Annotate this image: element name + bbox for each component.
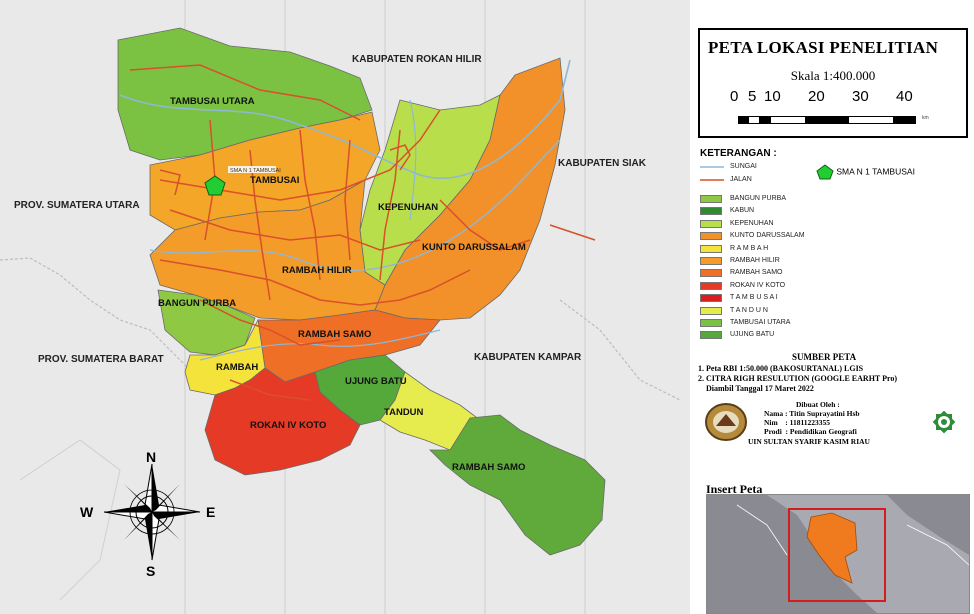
legend-area-label: UJUNG BATU xyxy=(730,331,775,339)
legend-swatch xyxy=(700,319,722,327)
legend-area-label: BANGUN PURBA xyxy=(730,195,787,202)
scale-tick: 40 xyxy=(896,88,913,105)
boundary-west xyxy=(19,439,121,601)
legend-area-label: KABUN xyxy=(730,207,755,215)
label-kunto-darussalam: KUNTO DARUSSALAM xyxy=(422,242,526,253)
scale-unit: km xyxy=(922,115,929,121)
university-logo-icon xyxy=(705,403,747,441)
legend-swatch xyxy=(700,294,722,303)
scale-bar xyxy=(738,116,916,124)
dibuat-prodi: Prodi : Pendidikan Geografi xyxy=(764,427,857,436)
compass-n: N xyxy=(146,449,156,465)
region-rokan-iv-koto[interactable] xyxy=(204,367,361,476)
uin-logo-icon xyxy=(932,410,956,434)
boundary-kampar xyxy=(559,299,681,401)
label-kampar: KABUPATEN KAMPAR xyxy=(474,352,582,363)
legend-swatch xyxy=(700,207,722,216)
label-siak: KABUPATEN SIAK xyxy=(558,158,647,169)
legend-area-label: R A M B A H xyxy=(730,244,769,252)
legend-area-label: T A N D U N xyxy=(730,306,768,314)
legend-swatch xyxy=(700,281,722,290)
river-2 xyxy=(149,139,561,272)
main-map[interactable]: SMA N 1 TAMBUSAI TAMBUSAI UTARA TAMBUSAI… xyxy=(0,0,690,614)
scale-text: Skala 1:400.000 xyxy=(790,68,876,83)
legend-swatch xyxy=(700,331,722,340)
legend-area-label: T A M B U S A I xyxy=(730,294,778,302)
title-box: PETA LOKASI PENELITIAN Skala 1:400.000 0… xyxy=(698,28,968,138)
school-point-icon xyxy=(816,164,834,180)
sumber-title: SUMBER PETA xyxy=(792,352,857,362)
scale-tick: 5 xyxy=(748,88,757,105)
insert-study-area xyxy=(806,512,858,584)
sumber-line: 2. CITRA RIGH RESULUTION (GOOGLE EARHT P… xyxy=(698,374,898,383)
river-3 xyxy=(199,329,441,361)
compass-w: W xyxy=(80,504,94,520)
map-canvas: SMA N 1 TAMBUSAI TAMBUSAI UTARA TAMBUSAI… xyxy=(0,0,681,614)
label-sumbar: PROV. SUMATERA BARAT xyxy=(38,354,164,365)
label-rambah-samo: RAMBAH SAMO xyxy=(298,329,371,340)
sumber-line: Diambil Tanggal 17 Maret 2022 xyxy=(698,384,814,393)
legend-area-label: RAMBAH HILIR xyxy=(730,257,780,264)
legend-swatch xyxy=(700,244,722,253)
dibuat-nama: Nama : Titin Suprayatini Hsb xyxy=(764,409,860,418)
legend-area-label: ROKAN IV KOTO xyxy=(730,281,786,289)
label-rambah: RAMBAH xyxy=(216,362,258,373)
legend-swatch xyxy=(700,219,722,228)
legend-area-label: KUNTO DARUSSALAM xyxy=(730,232,805,240)
label-tambusai-utara: TAMBUSAI UTARA xyxy=(170,96,255,107)
school-label: SMA N 1 TAMBUSAI xyxy=(230,168,281,174)
insert-map-canvas xyxy=(707,495,969,613)
legend-swatch xyxy=(700,232,722,241)
legend-line-label: JALAN xyxy=(730,176,752,183)
legend-swatch xyxy=(700,257,722,265)
label-rokan-hilir: KABUPATEN ROKAN HILIR xyxy=(352,54,482,65)
label-ujung-batu: UJUNG BATU xyxy=(345,376,407,387)
label-rokan-iv-koto: ROKAN IV KOTO xyxy=(250,420,326,431)
insert-highlight-box xyxy=(788,508,886,602)
dibuat-heading: Dibuat Oleh : xyxy=(796,400,840,409)
dibuat-nim: Nim : 11811223355 xyxy=(764,418,831,427)
river-main xyxy=(119,59,571,179)
legend-area-label: TAMBUSAI UTARA xyxy=(730,319,791,326)
insert-title: Insert Peta xyxy=(706,482,763,496)
label-rambah-hilir: RAMBAH HILIR xyxy=(282,265,352,276)
label-sumut: PROV. SUMATERA UTARA xyxy=(14,200,140,211)
legend-panel: PETA LOKASI PENELITIAN Skala 1:400.000 0… xyxy=(692,22,974,614)
scale-ticks: 0 5 10 20 30 40 xyxy=(730,88,930,106)
insert-map[interactable] xyxy=(706,494,970,614)
legend-swatch xyxy=(700,195,722,203)
label-kepenuhan: KEPENUHAN xyxy=(378,202,438,213)
label-rambah-samo-2: RAMBAH SAMO xyxy=(452,462,525,473)
legend-area-label: RAMBAH SAMO xyxy=(730,269,783,277)
scale-tick: 10 xyxy=(764,88,781,105)
compass-e: E xyxy=(206,504,215,520)
boundary-sumut-sumbar xyxy=(0,257,211,391)
legend-heading: KETERANGAN : xyxy=(700,148,777,159)
legend-line-label: SUNGAI xyxy=(730,163,757,170)
school-marker-icon[interactable] xyxy=(204,175,226,196)
label-tambusai: TAMBUSAI xyxy=(250,175,299,186)
school-label-bg xyxy=(228,166,276,173)
legend-swatch xyxy=(700,306,722,315)
label-tandun: TANDUN xyxy=(384,407,424,418)
legend-swatch xyxy=(700,269,722,278)
scale-tick: 30 xyxy=(852,88,869,105)
map-title: PETA LOKASI PENELITIAN xyxy=(708,38,939,57)
region-rambah-hilir[interactable] xyxy=(149,179,386,321)
sumber-line: 1. Peta RBI 1:50.000 (BAKOSURTANAL) LGIS xyxy=(698,364,864,373)
river-4 xyxy=(409,99,417,221)
scale-tick: 0 xyxy=(730,88,739,105)
region-rambah-samo-2[interactable] xyxy=(429,414,606,556)
label-bangun-purba: BANGUN PURBA xyxy=(158,298,236,309)
scale-tick: 20 xyxy=(808,88,825,105)
compass-rose-icon xyxy=(103,463,201,561)
legend-school-label: SMA N 1 TAMBUSAI xyxy=(836,166,915,177)
legend-area-label: KEPENUHAN xyxy=(730,219,774,227)
compass-s: S xyxy=(146,563,155,579)
dibuat-univ: UIN SULTAN SYARIF KASIM RIAU xyxy=(748,437,870,446)
legend-school: SMA N 1 TAMBUSAI xyxy=(816,164,915,180)
